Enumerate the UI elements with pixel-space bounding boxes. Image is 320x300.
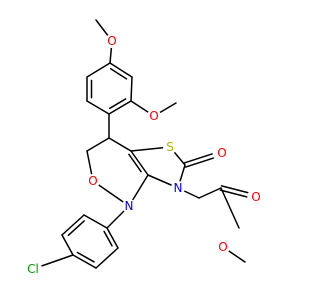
bond-ester-co <box>219 189 248 198</box>
atom-s-thiazole: S <box>163 140 177 154</box>
atom-label-cl: Cl <box>27 262 39 276</box>
bond-thiazole-co <box>183 153 213 164</box>
atom-label-o: O <box>251 190 260 204</box>
bond-chloroaryl-ring <box>83 214 108 229</box>
atom-label-o: O <box>107 34 116 48</box>
atom-label-o: O <box>88 174 97 188</box>
bond-chloroaryl-ring <box>72 254 97 269</box>
bond-aryl-double <box>109 68 128 80</box>
atom-o-lactam: O <box>86 174 100 188</box>
bond-chloroaryl-ring <box>61 234 74 256</box>
bond-ring-double <box>128 153 142 173</box>
atom-label-layer: O O S O O N N O <box>24 34 263 278</box>
bond-chloroaryl-ring <box>95 247 119 269</box>
bond-chloroaryl-double <box>103 230 113 247</box>
atom-label-o: O <box>218 240 227 254</box>
bond-lactam-ring <box>108 137 132 152</box>
molecule-structure: O O S O O N N O <box>24 19 263 278</box>
atom-o-methoxy-ortho: O <box>147 109 161 123</box>
bond-ester-o <box>220 187 240 229</box>
bond-aryl-ring <box>109 62 133 78</box>
bond-aryl-ring <box>130 76 133 102</box>
bond-lactam-ring <box>86 137 110 152</box>
bond-lactam-ring <box>130 150 149 176</box>
atom-label-o: O <box>217 146 226 160</box>
bond-aryl-ring <box>108 100 132 115</box>
atom-n-ring: N <box>122 199 136 213</box>
atom-label-n: N <box>174 181 183 195</box>
atom-o-ester: O <box>216 240 230 254</box>
bond-layer <box>32 19 249 270</box>
bond-aryl-ring <box>86 62 111 78</box>
atom-o-thiazole-carbonyl: O <box>215 146 229 160</box>
bond-aryl-double <box>109 98 127 110</box>
atom-label-o: O <box>149 109 158 123</box>
bond-chloroaryl-ring <box>61 214 85 236</box>
bond-aryl-ring <box>86 100 110 115</box>
bond-side-chain <box>198 187 222 199</box>
bond-lactam-ring <box>92 180 130 207</box>
bond-ester-co <box>220 185 249 194</box>
atom-label-n: N <box>125 199 134 213</box>
bond-thiazole-co <box>184 157 215 168</box>
atom-o-methoxy-top: O <box>105 34 119 48</box>
atom-o-ester-carbonyl: O <box>249 190 263 204</box>
atom-n-thiazole: N <box>171 181 185 195</box>
bond-chloroaryl-double <box>76 251 95 263</box>
bond-chloroaryl-ring <box>106 227 119 249</box>
atom-cl: Cl <box>24 260 42 278</box>
bond-chloroaryl-double <box>67 220 85 237</box>
atom-label-s: S <box>166 140 174 154</box>
